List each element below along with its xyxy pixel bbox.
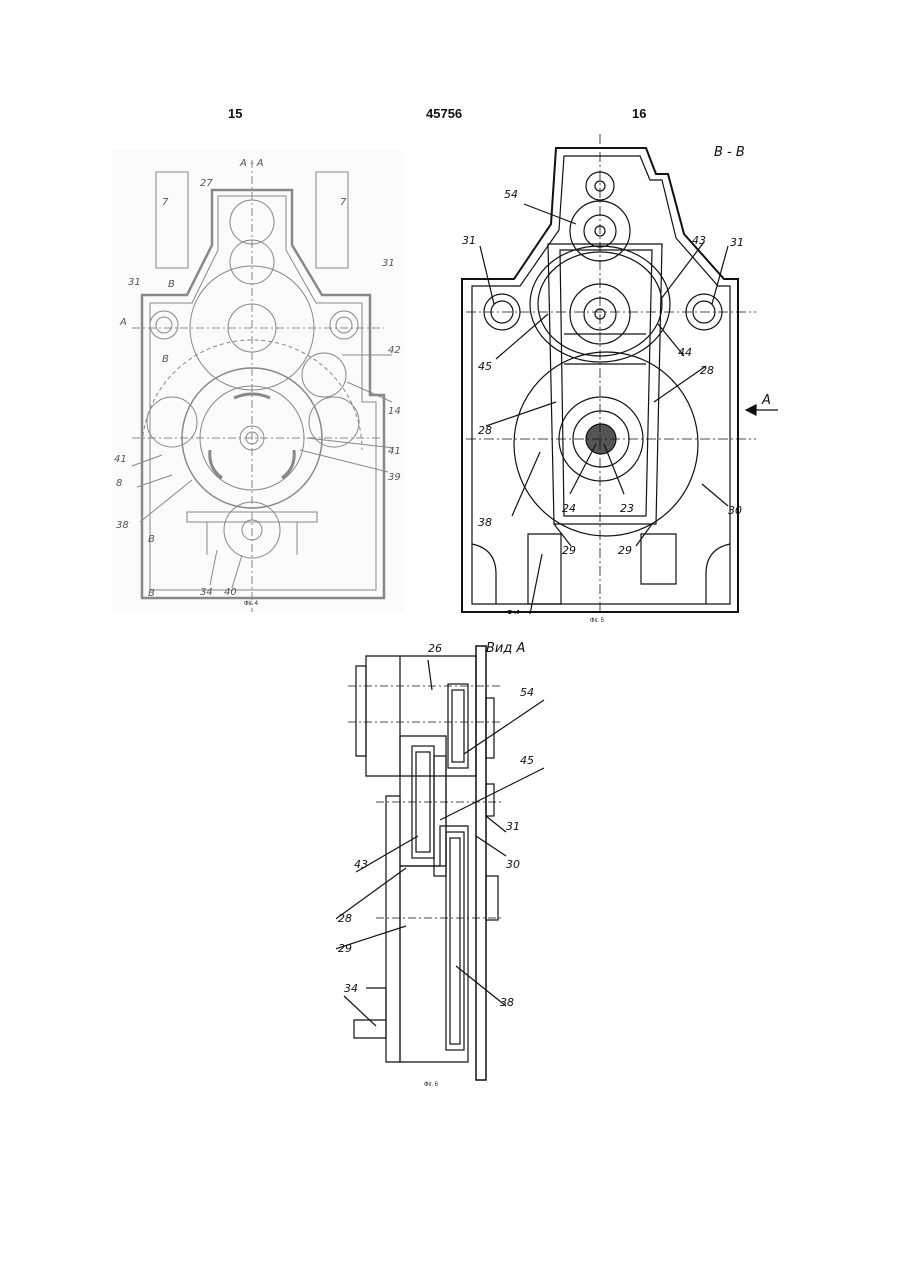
fig4-label: 38 <box>116 520 129 531</box>
fig4-label: 31 <box>382 258 395 269</box>
fig5-label: 54 <box>504 188 518 201</box>
fig4-section-title: A - A <box>239 158 264 169</box>
figure-6-drawing: 26 Вид А 54 45 31 43 30 28 29 38 34 <box>336 636 546 1084</box>
fig4-label: 39 <box>388 472 401 483</box>
figure-5-drawing: В - В 54 31 43 31 45 44 28 А 28 38 24 23… <box>456 134 786 614</box>
fig6-label: 26 <box>428 642 442 655</box>
fig4-label: 8 <box>116 478 122 489</box>
fig4-label: 14 <box>388 406 401 417</box>
fig4-label: В <box>148 534 155 545</box>
fig6-caption: Фіг. 6 <box>424 1082 438 1088</box>
fig6-label: 54 <box>520 686 534 699</box>
fig5-label: 24 <box>562 502 576 515</box>
fig5-label: 34 <box>506 608 520 614</box>
fig6-label: 45 <box>520 754 534 767</box>
fig5-label: 44 <box>678 346 692 359</box>
fig4-label: 41 <box>388 446 401 457</box>
fig4-label: В <box>148 588 155 599</box>
fig6-label: 43 <box>354 858 368 871</box>
fig5-label: 31 <box>462 234 476 247</box>
fig5-label: 23 <box>620 502 634 515</box>
fig6-label: 28 <box>338 912 352 925</box>
fig5-label: 45 <box>478 360 492 373</box>
figure-4: A - A 7 27 7 31 В 31 А А В 42 14 41 41 3… <box>112 150 404 612</box>
fig6-label: 31 <box>506 820 520 833</box>
fig5-label: А <box>761 393 771 408</box>
fig4-label: 7 <box>162 197 169 208</box>
fig4-label: 31 <box>128 277 141 288</box>
fig4-label: В <box>162 354 169 365</box>
fig5-label: 31 <box>730 236 744 249</box>
fig4-label: 40 <box>224 587 237 598</box>
fig5-label: 38 <box>478 516 492 529</box>
fig4-label: 7 <box>340 197 347 208</box>
fig6-label: 30 <box>506 858 520 871</box>
figure-6: 26 Вид А 54 45 31 43 30 28 29 38 34 <box>336 636 546 1084</box>
fig4-label: В <box>168 279 175 290</box>
left-page-number: 15 <box>228 106 242 121</box>
fig6-label: 29 <box>338 942 352 955</box>
fig4-caption: Фіг. 4 <box>244 601 258 607</box>
fig5-label: 30 <box>728 504 742 517</box>
fig4-label: 27 <box>200 178 213 189</box>
fig4-label: 42 <box>388 345 401 356</box>
patent-number: 45756 <box>426 106 462 121</box>
fig5-label: 28 <box>700 364 714 377</box>
fig5-caption: Фіг. 5 <box>590 618 604 624</box>
fig5-label: 43 <box>692 234 706 247</box>
fig6-view-title: Вид А <box>486 641 525 656</box>
right-page-number: 16 <box>632 106 646 121</box>
fig5-label: 29 <box>618 544 632 557</box>
fig4-label: А <box>119 317 127 328</box>
fig6-label: 38 <box>500 996 514 1009</box>
fig6-label: 34 <box>344 982 358 995</box>
figure-4-drawing: A - A 7 27 7 31 В 31 А А В 42 14 41 41 3… <box>112 150 404 612</box>
fig5-section-title: В - В <box>714 145 745 160</box>
fig5-label: 29 <box>562 544 576 557</box>
figure-5: В - В 54 31 43 31 45 44 28 А 28 38 24 23… <box>456 134 786 614</box>
fig5-label: 28 <box>478 424 492 437</box>
fig4-label: 34 <box>200 587 213 598</box>
fig4-label: 41 <box>114 454 127 465</box>
